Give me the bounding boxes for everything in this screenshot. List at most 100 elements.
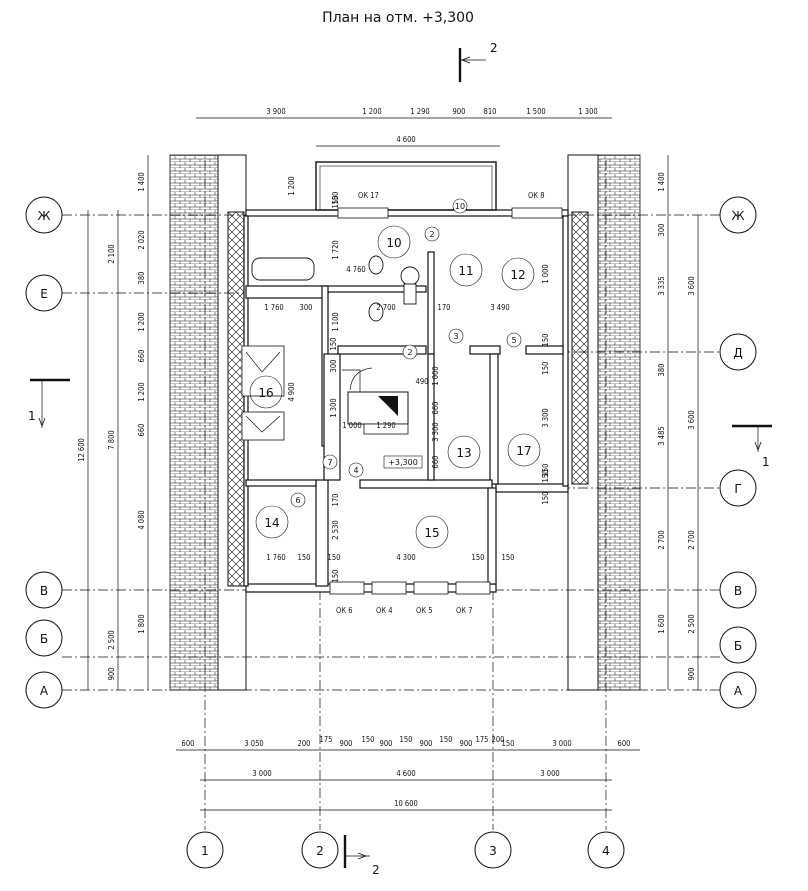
dim-text: 12 600 [77,438,86,462]
dim-text: 1 500 [526,107,545,116]
window-label: ОК 7 [456,606,473,615]
window-openings [329,207,563,595]
dim-text: 1 100 [331,312,340,331]
dim-text: 150 [298,553,311,562]
axis-label: Б [40,632,48,646]
axis-bubbles-bottom: 1 2 3 4 [186,831,625,869]
window-label: ОК 17 [358,191,379,200]
dim-text: 150 [400,735,413,744]
room-label: 11 [458,264,473,278]
balcony [315,161,497,211]
dim-text: 2 700 [687,530,696,549]
dim-text: 2 020 [137,230,146,249]
axis-label: Ж [38,209,51,223]
dim-text: 810 [484,107,497,116]
dim-text: 380 [137,272,146,285]
window-label: ОК 8 [528,191,545,200]
dim-text: 1 290 [376,421,395,430]
bath-fixtures [251,255,420,322]
staircase [342,367,409,435]
dim-text: 150 [329,338,338,351]
dim-text: 1 400 [137,172,146,191]
dim-text: 300 [329,360,338,373]
axis-label: А [734,684,743,698]
dim-text: 300 [657,224,666,237]
dim-text: 4 600 [396,769,415,778]
top-dimensions: 3 900 1 200 1 290 900 810 1 500 1 300 4 … [266,107,597,144]
axis-label: А [40,684,49,698]
roof-tiles-right [597,154,641,691]
section-mark-bottom: 2 [343,835,380,877]
section-mark-left-label: 1 [28,409,36,423]
dim-text: 150 [362,735,375,744]
dim-text: 900 [453,107,466,116]
dim-text: 4 760 [346,265,365,274]
window-label: ОК 4 [376,606,393,615]
axis-label: Б [734,639,742,653]
dim-text: 150 [502,553,515,562]
dim-text: 2 530 [331,520,340,539]
dim-text: 7 800 [107,430,116,449]
dim-text: 3 300 [541,408,550,427]
bottom-dimensions: 600 3 050 200 175 900 150 900 150 900 15… [182,735,631,808]
door-mark: 3 [453,332,458,341]
level-mark-text: +3,300 [388,458,418,467]
dim-text: 1 760 [264,303,283,312]
section-mark-top-label: 2 [490,41,498,55]
dim-text: 1 300 [329,398,338,417]
window-label: ОК 6 [336,606,353,615]
dim-text: 4 600 [396,135,415,144]
dim-text: 3 335 [657,276,666,295]
dim-text: 175 [320,735,333,744]
dim-text: 1 600 [657,614,666,633]
dim-text: 1 290 [410,107,429,116]
dim-text: 3 300 [431,422,440,441]
dim-text: 2 700 [657,530,666,549]
axis-label: 3 [489,844,497,858]
dim-text: 1 200 [362,107,381,116]
dim-text: 150 [541,470,550,483]
window-label: ОК 5 [416,606,433,615]
section-mark-left: 1 [28,378,70,428]
skylights [241,345,285,441]
axis-label: 1 [201,844,209,858]
dim-text: 1 000 [342,421,361,430]
dim-text: 150 [541,334,550,347]
axis-label: В [40,584,48,598]
dim-text: 175 [476,735,489,744]
section-mark-bottom-label: 2 [372,863,380,877]
dim-text: 600 [618,739,631,748]
roof-tiles-left [169,154,219,691]
door-marks: 2 2 3 4 5 6 7 10 [290,198,522,508]
interior-walls [245,251,564,587]
axis-label: Г [734,482,741,496]
door-mark: 2 [429,230,434,239]
dim-text: 4 080 [137,510,146,529]
dim-text: 660 [431,456,440,469]
door-mark: 6 [295,496,300,505]
door-mark: 10 [455,202,465,211]
axis-bubbles-right: Ж Д Г В Б А [719,196,757,709]
interior-dimensions: 1 200 150 1 720 4 760 1 760 300 2 700 17… [264,176,550,582]
room-label: 13 [456,446,471,460]
dim-text: 900 [460,739,473,748]
dim-text: 170 [331,494,340,507]
room-label: 16 [258,386,273,400]
left-dimensions: 12 600 2 100 7 800 2 500 1 400 2 020 380… [77,172,146,680]
dim-text: 3 050 [244,739,263,748]
dim-text: 3 600 [687,276,696,295]
insulation-right [571,211,589,485]
axis-label: Ж [732,209,745,223]
dim-text: 10 600 [394,799,418,808]
dim-text: 2 500 [107,630,116,649]
door-mark: 4 [353,466,358,475]
dim-text: 150 [331,192,340,205]
dim-text: 1 800 [137,614,146,633]
dim-text: 900 [380,739,393,748]
dim-text: 150 [331,570,340,583]
door-mark: 7 [327,458,332,467]
dim-text: 150 [440,735,453,744]
dim-text: 200 [492,735,505,744]
dim-text: 1 200 [137,382,146,401]
